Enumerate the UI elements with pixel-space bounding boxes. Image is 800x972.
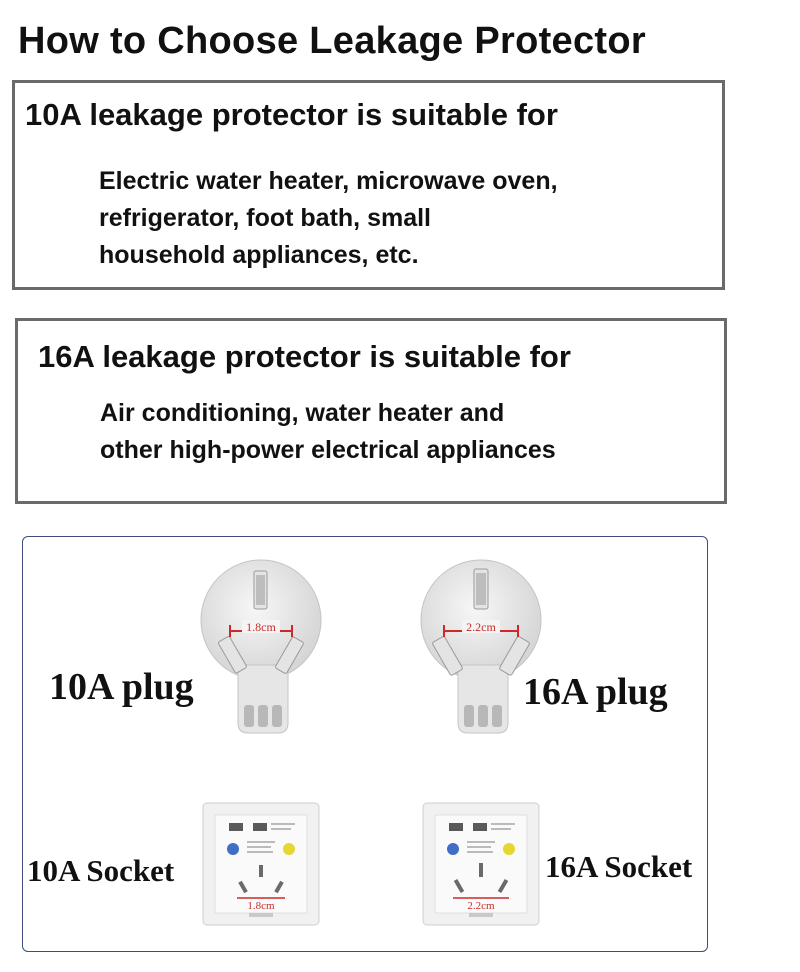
plug-16a-label: 16A plug [523, 671, 668, 713]
socket-10a-image: 1.8cm [202, 802, 320, 926]
section-10a-heading: 10A leakage protector is suitable for [25, 97, 558, 132]
socket-16a-measure: 2.2cm [467, 900, 495, 912]
section-10a-line: household appliances, etc. [99, 241, 419, 269]
section-16a-heading: 16A leakage protector is suitable for [38, 339, 571, 374]
section-10a-body: Electric water heater, microwave oven, r… [99, 163, 558, 274]
section-16a: 16A leakage protector is suitable for Ai… [15, 318, 727, 504]
product-comparison-panel: 1.8cm 10A plug 2.2cm 16A plug [22, 536, 708, 952]
socket-10a-label: 10A Socket [27, 853, 175, 888]
section-10a-line: refrigerator, foot bath, small [99, 204, 432, 232]
plug-10a-measure: 1.8cm [246, 620, 276, 634]
plug-16a-measure: 2.2cm [466, 620, 496, 634]
section-16a-body: Air conditioning, water heater and other… [100, 395, 556, 469]
socket-10a-measure: 1.8cm [247, 900, 275, 912]
section-10a: 10A leakage protector is suitable for El… [12, 80, 725, 290]
plug-10a-image: 1.8cm [200, 559, 322, 734]
plug-16a-image: 2.2cm [420, 559, 542, 734]
page-title: How to Choose Leakage Protector [18, 20, 646, 62]
section-16a-line: other high-power electrical appliances [100, 436, 556, 464]
plug-10a-label: 10A plug [49, 666, 194, 708]
section-16a-line: Air conditioning, water heater and [100, 399, 505, 427]
socket-16a-label: 16A Socket [545, 849, 693, 884]
section-10a-line: Electric water heater, microwave oven, [99, 167, 558, 195]
socket-16a-image: 2.2cm [422, 802, 540, 926]
